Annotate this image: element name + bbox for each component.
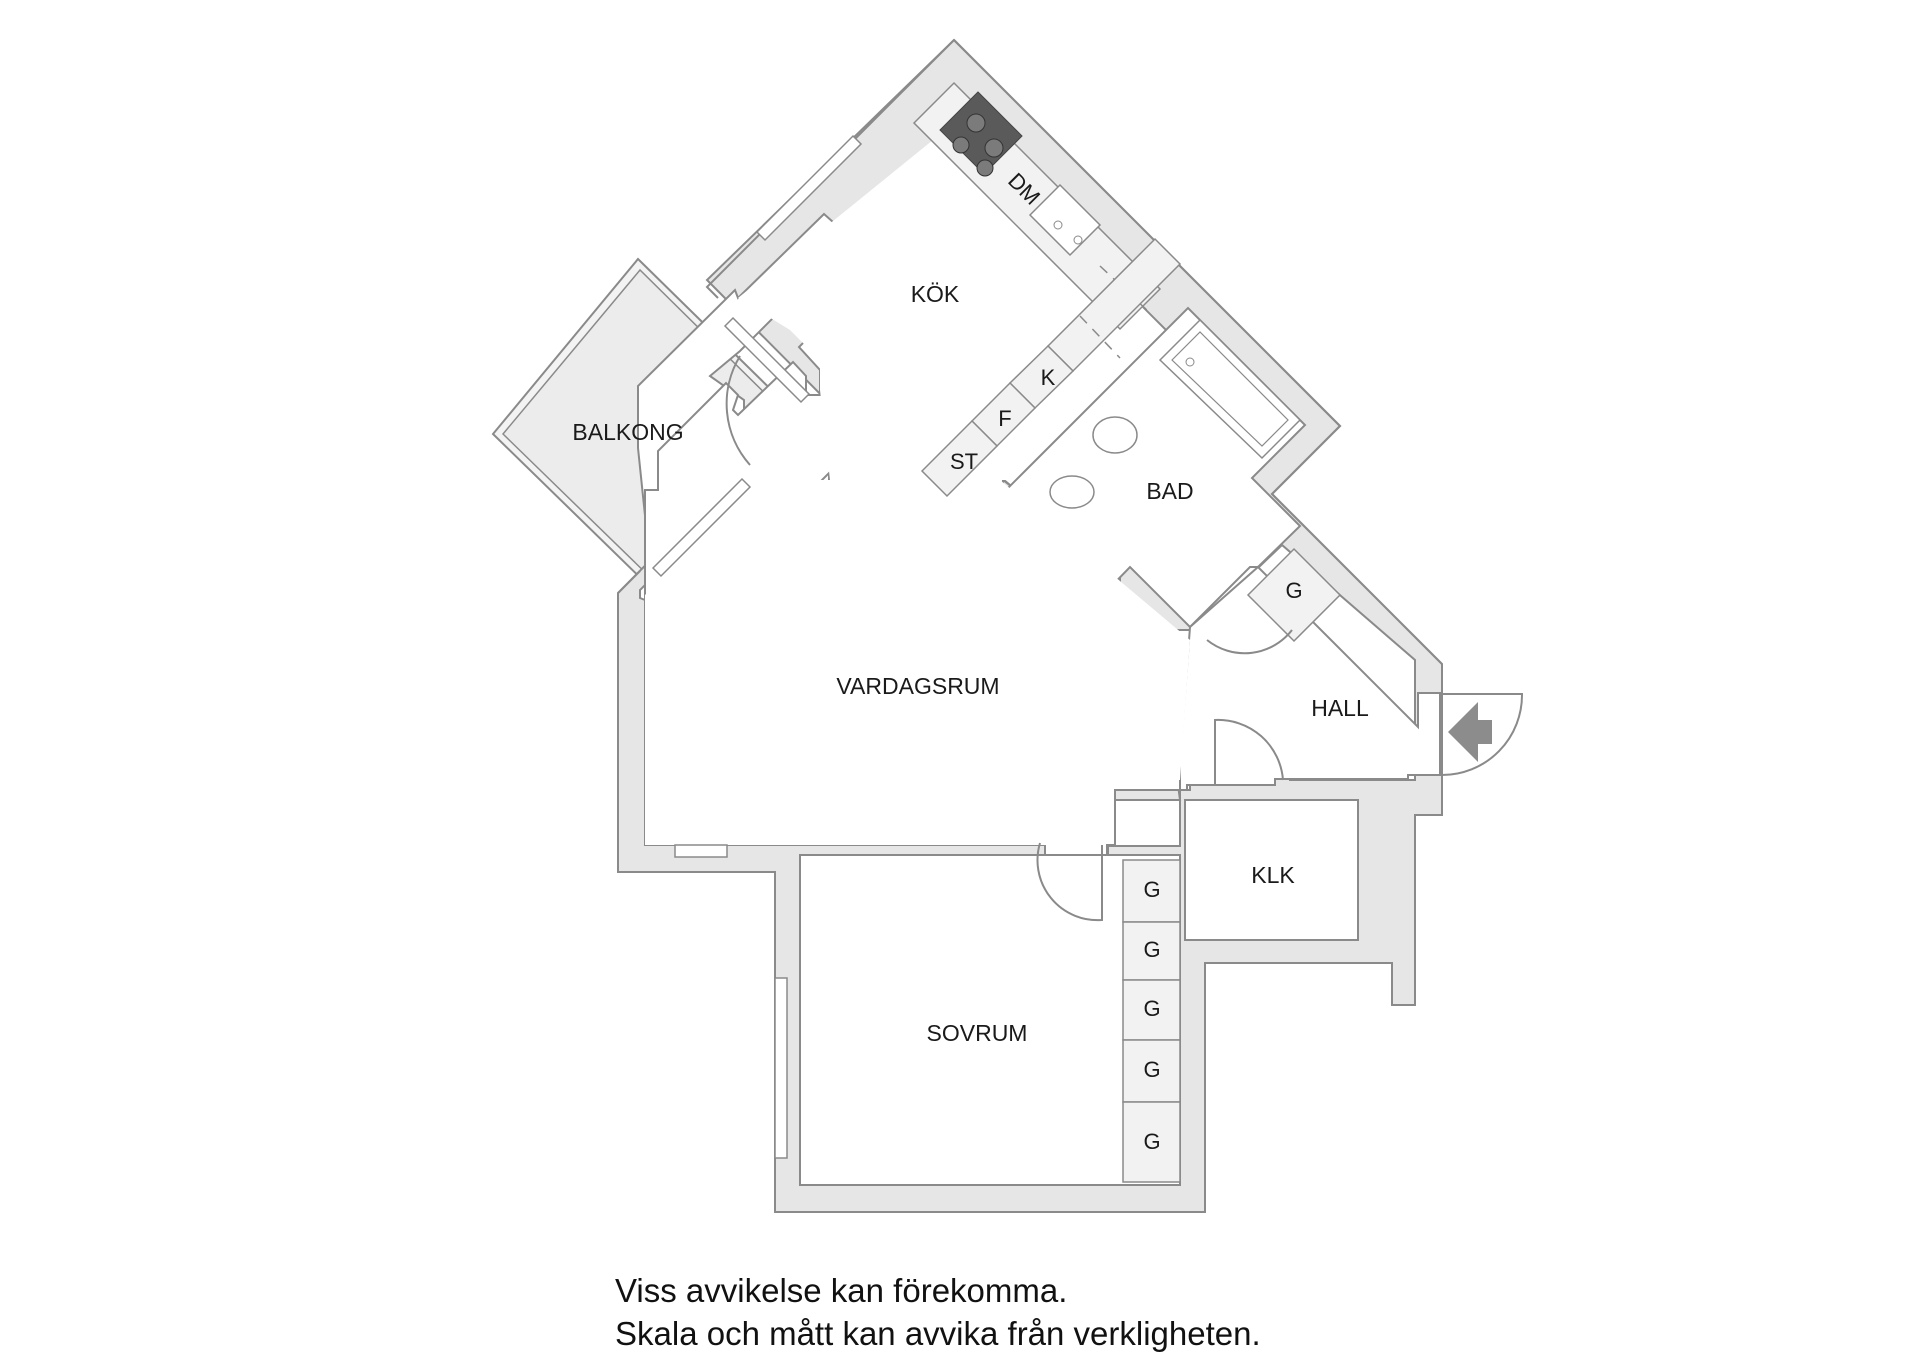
kitchen-floor [738, 123, 1160, 480]
fixture-label-wardrobe-2: G [1143, 937, 1160, 962]
fixture-label-wardrobe-5: G [1143, 1129, 1160, 1154]
living-room-floor [645, 480, 1190, 845]
room-label-klk: KLK [1251, 862, 1295, 888]
doors [725, 355, 1524, 922]
closet-room [1184, 799, 1359, 941]
bathtub [1158, 318, 1302, 460]
sink [1028, 183, 1102, 257]
hall [1179, 565, 1441, 791]
toilet [1049, 475, 1095, 509]
bedroom [799, 854, 1181, 1186]
fixture-label-wardrobe-3: G [1143, 996, 1160, 1021]
fixture-label-wardrobe-4: G [1143, 1057, 1160, 1082]
fixture-label-storage: ST [950, 449, 978, 474]
fixture-label-freezer: F [998, 406, 1011, 431]
room-label-vardagsrum: VARDAGSRUM [836, 673, 999, 699]
fixture-label-hall-wardrobe: G [1285, 578, 1302, 603]
room-label-bad: BAD [1146, 478, 1193, 504]
room-label-hall: HALL [1311, 695, 1369, 721]
fixture-label-fridge: K [1041, 365, 1056, 390]
room-label-balkong: BALKONG [572, 419, 683, 445]
disclaimer-line-1: Viss avvikelse kan förekomma. [615, 1272, 1068, 1309]
structural-walls [617, 39, 1443, 1213]
hall-wardrobe [1246, 547, 1342, 643]
room-label-sovrum: SOVRUM [927, 1020, 1028, 1046]
kitchen-counter [912, 81, 1162, 331]
disclaimer-line-2: Skala och mått kan avvika från verklighe… [615, 1315, 1261, 1352]
fixture-label-wardrobe-1: G [1143, 877, 1160, 902]
entrance-arrow-icon [1448, 702, 1492, 762]
bedroom-wardrobes [1122, 859, 1181, 1183]
windows [651, 134, 863, 1159]
room-label-kok: KÖK [911, 281, 960, 307]
appliance-column [920, 237, 1182, 498]
washbasin [1092, 416, 1138, 454]
